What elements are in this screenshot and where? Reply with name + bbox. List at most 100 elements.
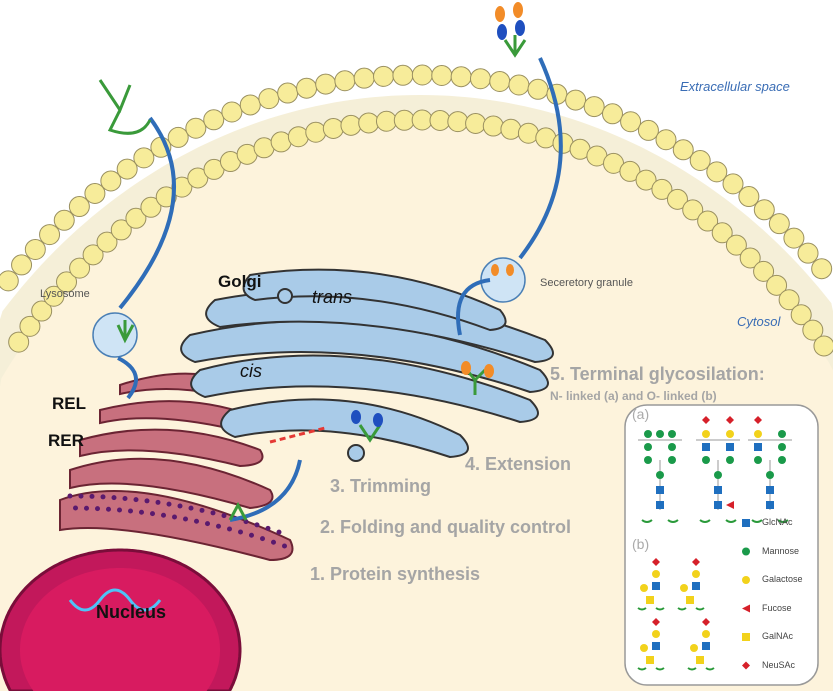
glycan-circle-icon bbox=[726, 430, 734, 438]
lipid-head bbox=[171, 176, 193, 198]
dna-icon bbox=[68, 588, 162, 612]
glycan-diamond-icon bbox=[742, 661, 750, 670]
lipid-head bbox=[802, 319, 824, 341]
ribosome-dot bbox=[238, 529, 243, 535]
extracellular-label: Extracellular space bbox=[680, 79, 790, 94]
glycan-circle-icon bbox=[766, 471, 774, 479]
rel-label: REL bbox=[52, 394, 86, 413]
ribosomes bbox=[67, 493, 287, 549]
glycan-square-icon bbox=[686, 596, 694, 604]
glycan-triangle-icon bbox=[726, 501, 734, 509]
lipid-head bbox=[43, 285, 65, 307]
granule-label: Seceretory granule bbox=[540, 277, 633, 289]
peptide-mark bbox=[637, 607, 665, 611]
arrow-rer-golgi bbox=[229, 459, 302, 522]
ribosome-dot bbox=[166, 501, 172, 507]
lipid-head bbox=[322, 117, 344, 139]
glycan-diamond-icon bbox=[726, 416, 734, 424]
step-3: 3. Trimming bbox=[330, 476, 432, 496]
lipid-head bbox=[375, 110, 397, 132]
arrow-golgi-granule bbox=[456, 278, 491, 336]
glycan-circle-icon bbox=[640, 584, 648, 592]
lipid-head bbox=[185, 117, 207, 139]
cis-label: cis bbox=[240, 361, 262, 381]
peptide-mark bbox=[677, 607, 705, 611]
lipid-head bbox=[116, 158, 138, 180]
glycan-circle-icon bbox=[656, 471, 664, 479]
lipid-head bbox=[373, 65, 395, 87]
glycan-circle-icon bbox=[690, 644, 698, 652]
lipid-head bbox=[813, 335, 833, 357]
ribosome-dot bbox=[254, 522, 260, 528]
lipid-head bbox=[221, 101, 243, 123]
glycan-circle-icon bbox=[702, 430, 710, 438]
glycan-circle-icon bbox=[702, 630, 710, 638]
glycan-circle-icon bbox=[652, 570, 660, 578]
step-4: 4. Extension bbox=[465, 454, 572, 474]
ribosome-dot bbox=[271, 539, 276, 545]
lipid-head bbox=[651, 178, 673, 200]
glycan-circle-icon bbox=[726, 456, 734, 464]
ribosome-dot bbox=[210, 510, 216, 516]
lipid-head bbox=[768, 213, 790, 235]
lipid-head bbox=[527, 78, 549, 100]
ribosome-dot bbox=[67, 493, 73, 499]
glycan-marks bbox=[98, 35, 527, 521]
golgi-vesicle bbox=[347, 444, 365, 462]
ribosome-dot bbox=[265, 525, 271, 531]
golgi-vesicle bbox=[277, 288, 293, 304]
ribosome-dot bbox=[260, 536, 265, 542]
trans-label: trans bbox=[312, 287, 353, 307]
ribosome-dot bbox=[89, 493, 95, 499]
peptide-mark bbox=[641, 519, 679, 523]
ribosome-dot bbox=[194, 518, 199, 524]
ribosome-dot bbox=[216, 523, 221, 529]
ribosome-dot bbox=[199, 507, 205, 513]
lipid-head bbox=[296, 77, 318, 99]
ribosome-dot bbox=[249, 532, 254, 538]
legend-label: GalNAc bbox=[762, 631, 794, 641]
lipid-head bbox=[790, 304, 812, 326]
lipid-head bbox=[11, 254, 33, 276]
lipid-head bbox=[508, 74, 530, 96]
arrow-rel-lysosome bbox=[117, 356, 138, 400]
lipid-head bbox=[697, 210, 719, 232]
glycan-circle-icon bbox=[692, 570, 700, 578]
lipid-head bbox=[672, 139, 694, 161]
lipid-head bbox=[167, 126, 189, 148]
lipid-head bbox=[778, 289, 800, 311]
glycan-square-icon bbox=[742, 633, 750, 641]
lipid-head bbox=[392, 64, 414, 86]
lipid-head bbox=[635, 169, 657, 191]
lipid-head bbox=[429, 109, 451, 131]
lipid-head bbox=[500, 118, 522, 140]
legend-label: Mannose bbox=[762, 545, 800, 556]
lipid-head bbox=[53, 209, 75, 231]
arrow-granule-membrane bbox=[518, 57, 563, 260]
glycan-circle-icon bbox=[656, 430, 664, 438]
glycan-diamond-icon bbox=[652, 558, 660, 566]
glycan-circle-icon bbox=[668, 430, 676, 438]
glycan-diamond-icon bbox=[652, 618, 660, 626]
ribosome-dot bbox=[155, 499, 161, 505]
glycan-diamond-icon bbox=[692, 558, 700, 566]
glycan-diamond-icon bbox=[702, 618, 710, 626]
glycan-diamond-icon bbox=[754, 416, 762, 424]
glycan-square-icon bbox=[714, 486, 722, 494]
golgi-label: Golgi bbox=[218, 272, 262, 291]
lipid-head bbox=[739, 247, 761, 269]
lipid-head bbox=[431, 64, 453, 86]
lipid-head bbox=[666, 188, 688, 210]
panel-a-label: (a) bbox=[632, 406, 650, 422]
lipid-head bbox=[811, 258, 833, 280]
lipid-head bbox=[583, 96, 605, 118]
glycan-circle-icon bbox=[754, 430, 762, 438]
lipid-head bbox=[56, 271, 78, 293]
legend-label: NeuSAc bbox=[762, 659, 796, 670]
glycan-circle-icon bbox=[778, 456, 786, 464]
cytosol-label: Cytosol bbox=[737, 314, 781, 329]
ribosome-dot bbox=[221, 513, 227, 519]
glycan-square-icon bbox=[692, 582, 700, 590]
